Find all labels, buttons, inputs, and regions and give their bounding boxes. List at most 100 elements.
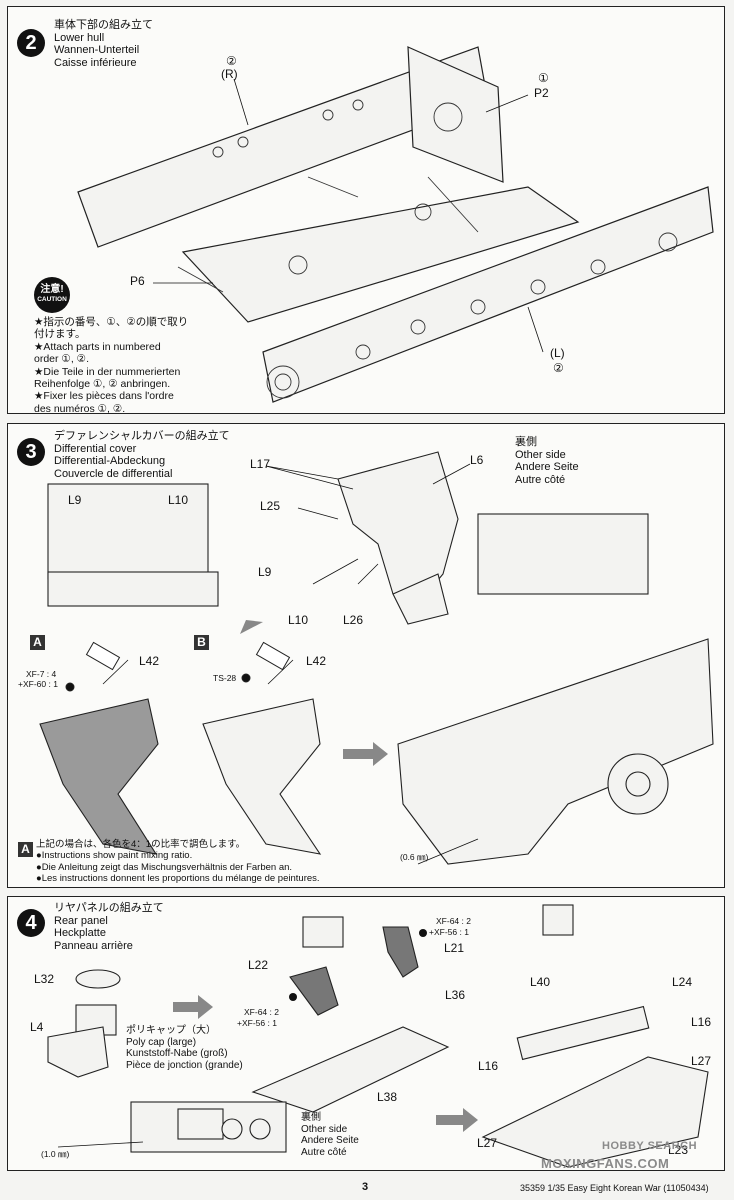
- wire-size: (0.6 ㎜): [400, 852, 429, 862]
- part-label: L42: [139, 654, 160, 668]
- paint-code: TS-28: [213, 673, 237, 683]
- part-label: (L): [550, 346, 565, 360]
- part-label: P6: [130, 274, 145, 288]
- part-label: L6: [470, 453, 484, 467]
- part-label: P2: [534, 86, 549, 100]
- note-line: ★Attach parts in numbered: [34, 340, 161, 353]
- paint-notes: 上記の場合は、各色を4：1の比率で調色します。 ●Instructions sh…: [36, 839, 320, 884]
- title-de: Differential-Abdeckung: [54, 455, 166, 467]
- title-jp: デファレンシャルカバーの組み立て: [54, 430, 230, 442]
- part-label: L40: [530, 975, 551, 989]
- note-line: ●Die Anleitung zeigt das Mischungsverhäl…: [36, 861, 293, 873]
- part-label: L21: [444, 941, 465, 955]
- part-label: L10: [288, 613, 309, 627]
- other-side-fr: Autre côté: [515, 473, 566, 486]
- page-number: 3: [362, 1181, 369, 1193]
- part-label: L42: [306, 654, 327, 668]
- part-label: L32: [34, 972, 55, 986]
- other-side-en: Other side: [301, 1123, 348, 1135]
- step-4-panel: 4 リヤパネルの組み立て Rear panel Heckplatte Panne…: [7, 896, 725, 1171]
- title-en: Rear panel: [54, 914, 108, 927]
- note-line: Reihenfolge ①, ② anbringen.: [34, 378, 171, 391]
- part-label: ②: [226, 54, 237, 68]
- other-side-label: 裏側 Other side Andere Seite Autre côté: [301, 1112, 359, 1158]
- part-label: L4: [30, 1020, 44, 1034]
- other-side-en: Other side: [515, 448, 566, 461]
- part-label: L25: [260, 499, 281, 513]
- note-line: 上記の場合は、各色を4：1の比率で調色します。: [36, 839, 246, 850]
- paint-ratio: XF-64 : 2: [244, 1007, 279, 1017]
- note-line: ●Les instructions donnent les proportion…: [36, 872, 320, 884]
- other-side-de: Andere Seite: [301, 1135, 359, 1146]
- part-label: L9: [68, 493, 82, 507]
- polycap-de: Kunststoff-Nabe (groß): [126, 1048, 228, 1059]
- note-line: 付けます。: [34, 328, 86, 341]
- title-fr: Caisse inférieure: [54, 56, 137, 69]
- paint-ratio: XF-7 : 4: [26, 669, 57, 679]
- variant-a-badge: A: [30, 635, 45, 650]
- polycap-fr: Pièce de jonction (grande): [126, 1059, 243, 1071]
- part-label: L38: [377, 1090, 398, 1104]
- differential-cover-illustration: [39, 451, 714, 865]
- title-fr: Couvercle de differential: [54, 467, 173, 480]
- paint-ratio: +XF-60 : 1: [18, 679, 58, 689]
- wire-size: (1.0 ㎜): [41, 1149, 70, 1159]
- part-label: (R): [221, 67, 238, 81]
- caution-notes: ★指示の番号、①、②の順で取り 付けます。 ★Attach parts in n…: [34, 316, 188, 415]
- other-side-fr: Autre côté: [301, 1146, 347, 1158]
- variant-b-badge: B: [194, 635, 209, 650]
- note-line: ★Fixer les pièces dans l'ordre: [34, 390, 174, 403]
- part-label: L17: [250, 457, 271, 471]
- step-title: デファレンシャルカバーの組み立て Differential cover Diff…: [54, 430, 230, 480]
- note-line: ★指示の番号、①、②の順で取り: [34, 316, 189, 328]
- step-3-panel: 3 デファレンシャルカバーの組み立て Differential cover Di…: [7, 423, 725, 888]
- paint-ratio: +XF-56 : 1: [429, 927, 469, 937]
- title-jp: 車体下部の組み立て: [54, 19, 153, 31]
- note-line: ★Die Teile in der nummerierten: [34, 365, 181, 378]
- caution-en: CAUTION: [37, 296, 67, 303]
- part-label: L9: [258, 565, 272, 579]
- step-number: 2: [17, 29, 45, 57]
- other-side-jp: 裏側: [301, 1112, 321, 1123]
- other-side-label: 裏側 Other side Andere Seite Autre côté: [515, 436, 579, 486]
- other-side-jp: 裏側: [515, 436, 537, 448]
- part-label: ①: [538, 71, 549, 85]
- polycap-label: ポリキャップ（大） Poly cap (large) Kunststoff-Na…: [126, 1025, 243, 1071]
- part-label: L16: [691, 1015, 712, 1029]
- part-label: L22: [248, 958, 269, 972]
- note-line: des numéros ①, ②.: [34, 402, 126, 415]
- paint-ratio: XF-64 : 2: [436, 916, 471, 926]
- lower-hull-illustration: [77, 46, 714, 403]
- part-label: L24: [672, 975, 693, 989]
- step-number: 3: [17, 438, 45, 466]
- part-label: L27: [691, 1054, 712, 1068]
- polycap-en: Poly cap (large): [126, 1036, 197, 1048]
- paint-note-badge: A: [18, 842, 33, 857]
- product-code: 35359 1/35 Easy Eight Korean War (110504…: [520, 1183, 709, 1193]
- caution-badge: 注意! CAUTION: [34, 277, 70, 313]
- watermark-site: MOXINGFANS.COM: [541, 1156, 670, 1171]
- title-jp: リヤパネルの組み立て: [54, 902, 164, 914]
- watermark-brand: HOBBY SEARCH: [602, 1140, 698, 1152]
- title-en: Lower hull: [54, 31, 105, 44]
- caution-jp: 注意!: [40, 284, 64, 295]
- step-number: 4: [17, 909, 45, 937]
- note-line: ●Instructions show paint mixing ratio.: [36, 850, 193, 862]
- part-label: L36: [445, 988, 466, 1002]
- part-label: L10: [168, 493, 189, 507]
- rear-panel-illustration: [47, 904, 709, 1168]
- step-2-panel: 2 車体下部の組み立て Lower hull Wannen-Unterteil …: [7, 6, 725, 415]
- other-side-de: Andere Seite: [515, 461, 579, 473]
- title-en: Differential cover: [54, 442, 137, 455]
- title-de: Wannen-Unterteil: [54, 44, 140, 56]
- step-title: 車体下部の組み立て Lower hull Wannen-Unterteil Ca…: [54, 19, 153, 69]
- title-de: Heckplatte: [54, 927, 106, 939]
- part-label: L23: [668, 1143, 689, 1157]
- part-label: ②: [553, 361, 564, 375]
- paint-ratio: +XF-56 : 1: [237, 1018, 277, 1028]
- part-label: L27: [477, 1136, 498, 1150]
- note-line: order ①, ②.: [34, 353, 90, 366]
- step-title: リヤパネルの組み立て Rear panel Heckplatte Panneau…: [54, 902, 164, 952]
- part-label: L16: [478, 1059, 499, 1073]
- polycap-jp: ポリキャップ（大）: [126, 1025, 216, 1036]
